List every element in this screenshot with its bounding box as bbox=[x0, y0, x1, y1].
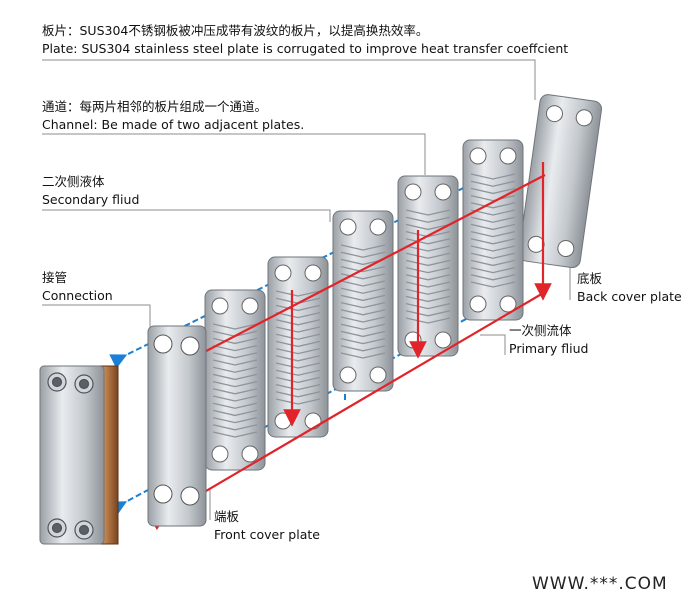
plate-5 bbox=[462, 139, 524, 321]
plate-port bbox=[274, 264, 292, 282]
label-plate-cn: 板片：SUS304不锈钢板被冲压成带有波纹的板片，以提高换热效率。 bbox=[42, 23, 429, 38]
plate-port bbox=[434, 183, 452, 201]
plate-4 bbox=[397, 175, 459, 357]
front-port-tl bbox=[153, 334, 173, 354]
label-connection: 接管 Connection bbox=[42, 269, 113, 305]
label-secondary-en: Secondary fliud bbox=[42, 192, 140, 207]
leader-primary bbox=[480, 334, 506, 355]
front-port-bl bbox=[153, 484, 173, 504]
leader-secondary bbox=[42, 209, 331, 222]
connection-pipes bbox=[47, 372, 94, 540]
label-primary: 一次侧流体 Primary fliud bbox=[509, 322, 588, 358]
plate-port bbox=[339, 218, 357, 236]
primary-flow bbox=[147, 162, 552, 531]
label-back-cover: 底板 Back cover plate bbox=[577, 270, 682, 306]
plate-port bbox=[369, 218, 387, 236]
leader-plate bbox=[42, 59, 536, 100]
label-primary-cn: 一次侧流体 bbox=[509, 323, 572, 338]
plate-port bbox=[499, 295, 517, 313]
label-connection-cn: 接管 bbox=[42, 270, 68, 285]
back-port-br bbox=[557, 240, 575, 258]
watermark: WWW.***.COM bbox=[532, 574, 668, 594]
label-front-cover-en: Front cover plate bbox=[214, 527, 320, 542]
label-plate: 板片：SUS304不锈钢板被冲压成带有波纹的板片，以提高换热效率。 Plate:… bbox=[42, 22, 568, 58]
back-port-tl bbox=[545, 105, 563, 123]
assembled-exchanger bbox=[39, 365, 119, 545]
front-port-tr bbox=[180, 336, 200, 356]
label-front-cover-cn: 端板 bbox=[214, 509, 240, 524]
corrugated-plates bbox=[204, 139, 524, 471]
plate-1 bbox=[204, 289, 266, 471]
front-port-br bbox=[180, 486, 200, 506]
label-front-cover: 端板 Front cover plate bbox=[214, 508, 320, 544]
label-channel-en: Channel: Be made of two adjacent plates. bbox=[42, 117, 305, 132]
label-primary-en: Primary fliud bbox=[509, 341, 589, 356]
plate-port bbox=[211, 297, 229, 315]
plate-3 bbox=[332, 210, 394, 392]
leader-connection bbox=[42, 304, 151, 332]
label-secondary: 二次侧液体 Secondary fliud bbox=[42, 173, 139, 209]
label-back-cover-cn: 底板 bbox=[577, 271, 603, 286]
label-back-cover-en: Back cover plate bbox=[577, 289, 682, 304]
label-connection-en: Connection bbox=[42, 288, 113, 303]
plate-port bbox=[469, 295, 487, 313]
plate-2 bbox=[267, 256, 329, 438]
label-channel: 通道：每两片相邻的板片组成一个通道。 Channel: Be made of t… bbox=[42, 98, 304, 134]
label-secondary-cn: 二次侧液体 bbox=[42, 174, 105, 189]
back-port-tr bbox=[575, 109, 593, 127]
leader-channel bbox=[42, 133, 426, 175]
plate-port bbox=[339, 366, 357, 384]
plate-port bbox=[211, 445, 229, 463]
plate-port bbox=[241, 445, 259, 463]
plate-port bbox=[404, 183, 422, 201]
plate-port bbox=[369, 366, 387, 384]
label-channel-cn: 通道：每两片相邻的板片组成一个通道。 bbox=[42, 99, 268, 114]
leader-lines bbox=[42, 59, 571, 520]
plate-port bbox=[469, 147, 487, 165]
plate-port bbox=[241, 297, 259, 315]
plate-port bbox=[304, 412, 322, 430]
plate-port bbox=[274, 412, 292, 430]
primary-flow-bottom bbox=[147, 291, 546, 531]
primary-flow-top bbox=[148, 174, 546, 387]
back-cover-plate bbox=[518, 94, 603, 269]
plate-port bbox=[499, 147, 517, 165]
label-plate-en: Plate: SUS304 stainless steel plate is c… bbox=[42, 41, 569, 56]
plate-port bbox=[304, 264, 322, 282]
plate-port bbox=[434, 331, 452, 349]
front-cover-plate bbox=[147, 325, 207, 527]
